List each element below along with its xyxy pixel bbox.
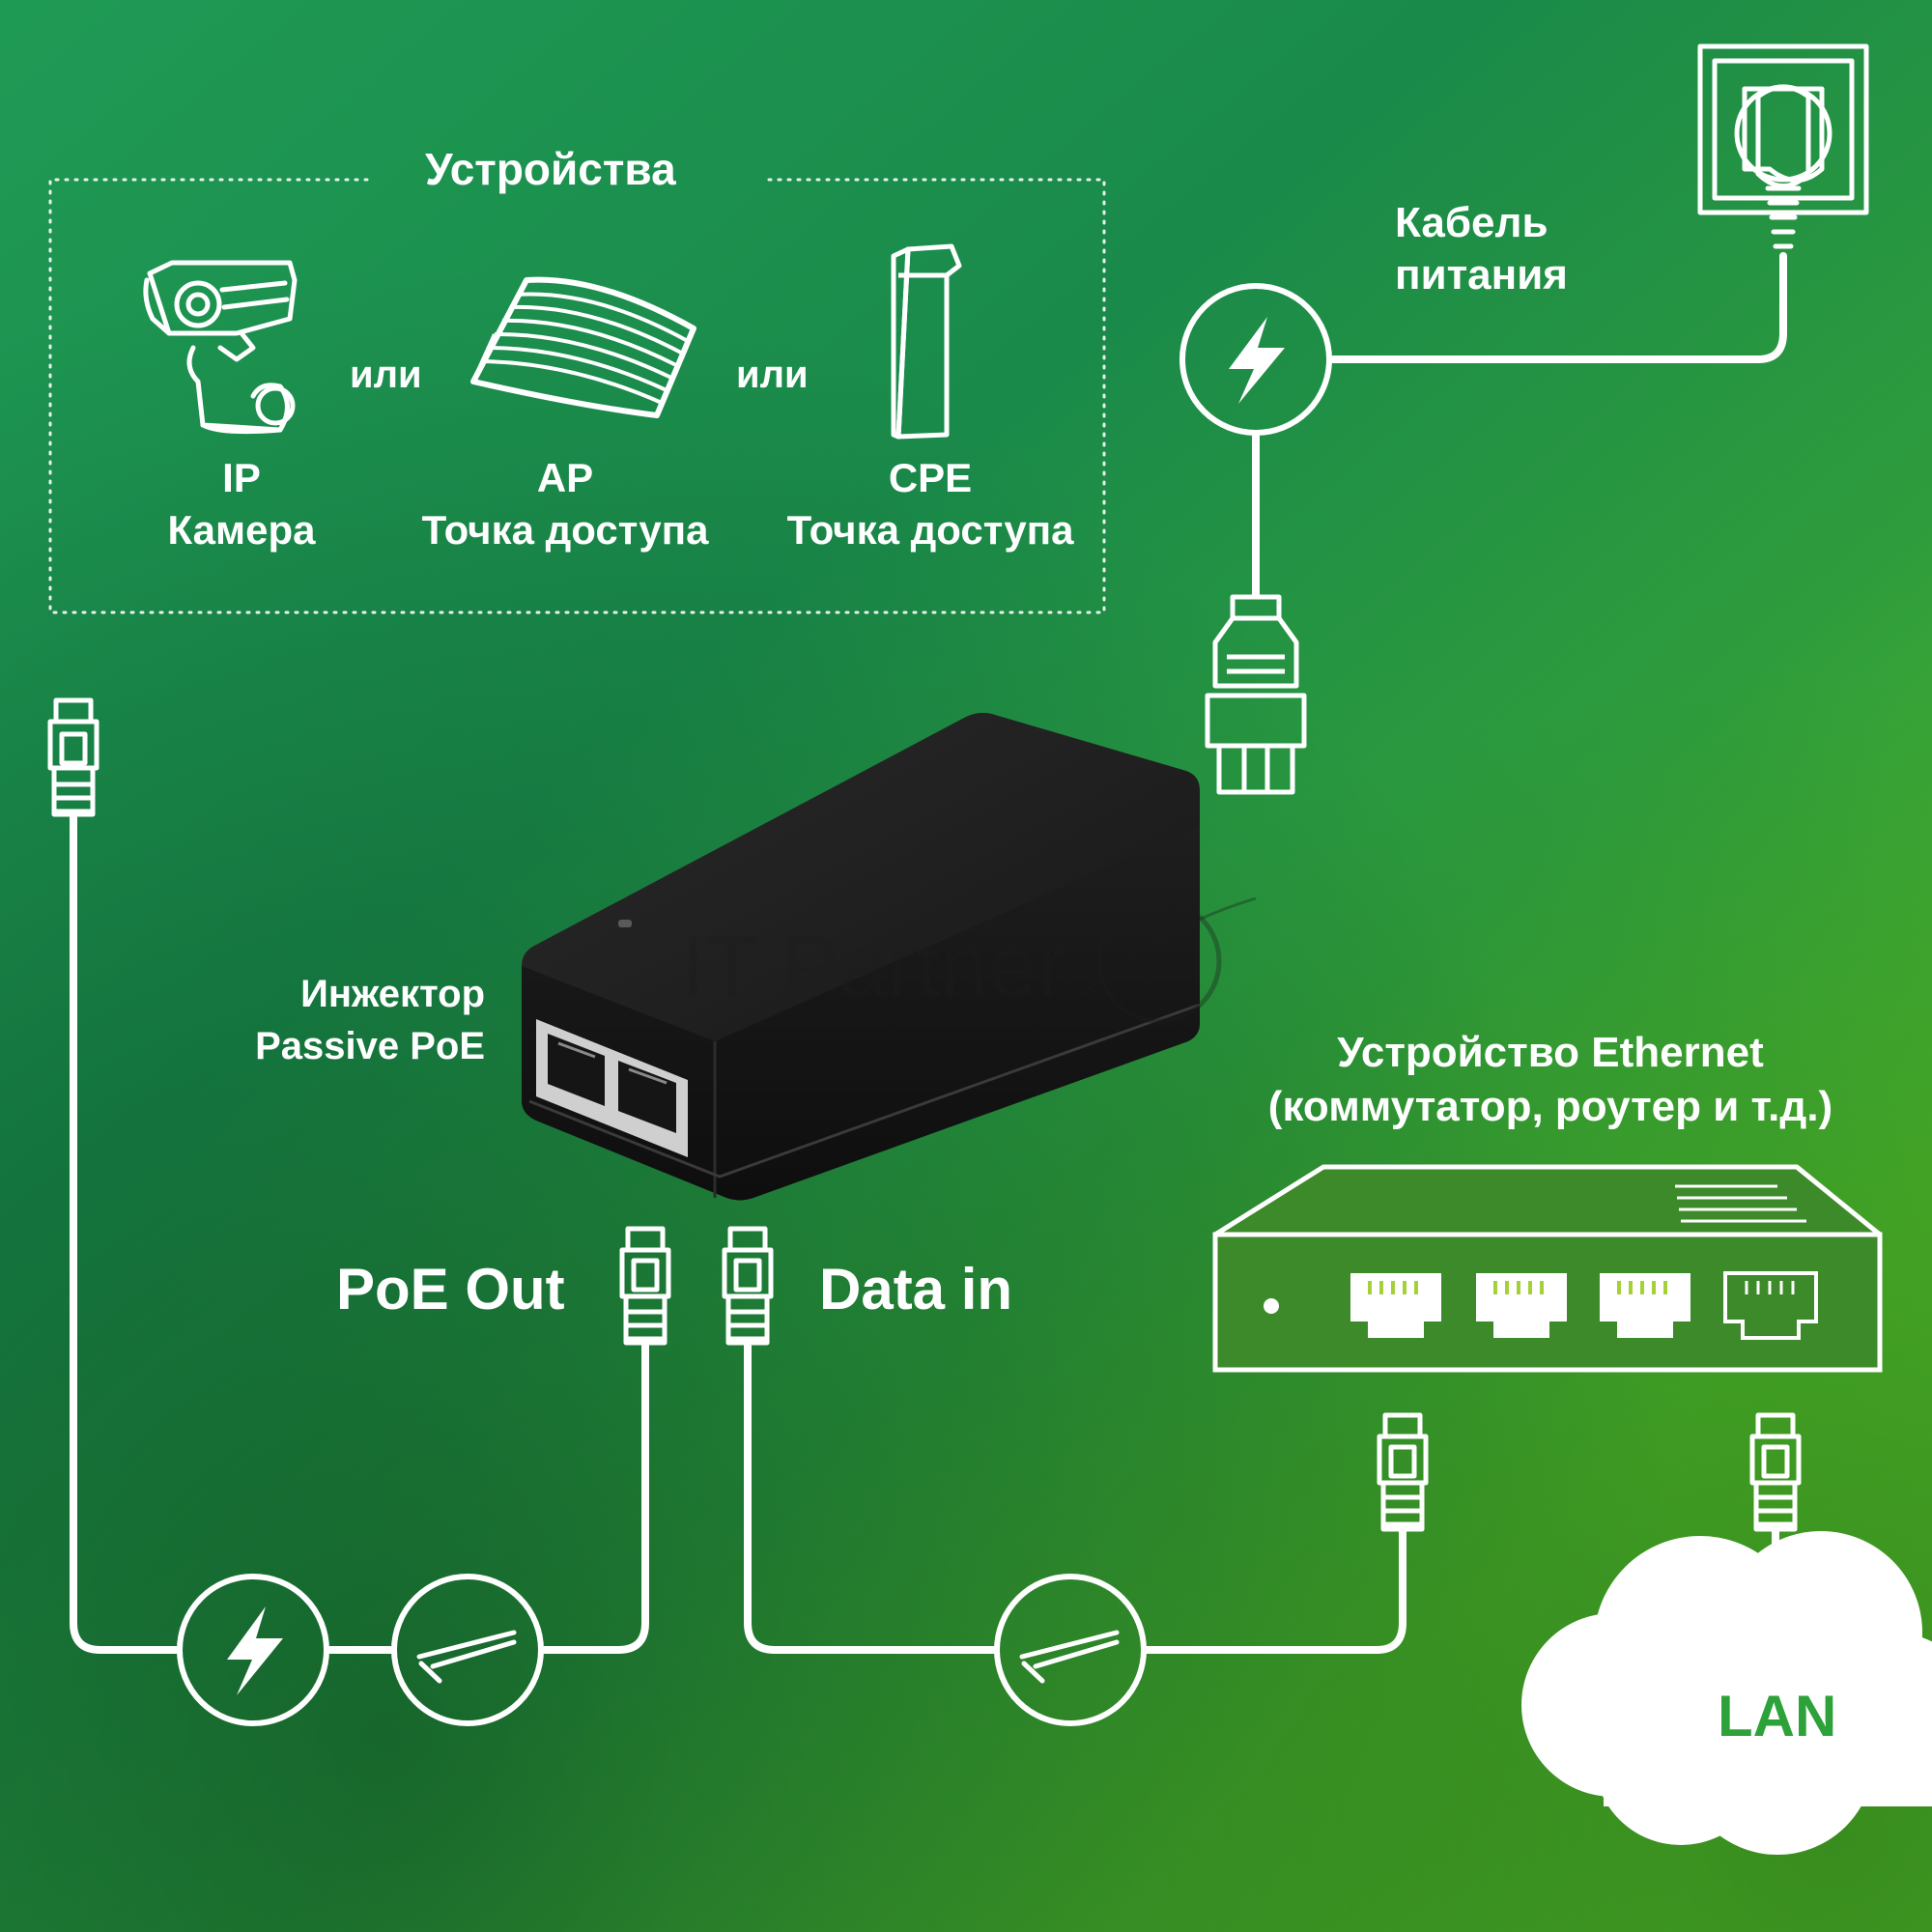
ip-camera-icon <box>143 260 298 435</box>
devices-title: Устройства <box>425 144 676 194</box>
rj45-switch-2 <box>1749 1412 1802 1532</box>
injector-line2: Passive PoE <box>255 1025 485 1067</box>
poe-out-cable <box>70 816 180 1654</box>
ethernet-switch-icon <box>1212 1164 1883 1373</box>
lan-label: LAN <box>1718 1684 1837 1748</box>
device-cpe-line2: Точка доступа <box>786 507 1074 553</box>
power-socket-icon <box>1697 43 1869 249</box>
poe-out-label: PoE Out <box>336 1257 565 1321</box>
device-cpe-line1: CPE <box>888 455 973 500</box>
power-cable-line2: питания <box>1395 251 1568 298</box>
injector-line1: Инжектор <box>300 973 485 1015</box>
data-in-cable <box>744 1343 997 1654</box>
watermark-logo <box>1081 896 1257 1024</box>
device-ip-camera-line1: IP <box>222 455 261 500</box>
ethernet-device-line2: (коммутатор, роутер и т.д.) <box>1267 1083 1833 1130</box>
rj45-data-in <box>722 1226 774 1346</box>
ethernet-device-label: Устройство Ethernet (коммутатор, роутер … <box>1208 1026 1893 1134</box>
device-ap-line1: AP <box>536 455 594 500</box>
data-in-cable-right <box>1144 1526 1406 1654</box>
rj45-left-top <box>47 697 99 817</box>
poe-injector-image <box>522 712 1201 1201</box>
power-circle-top <box>1179 283 1332 436</box>
rj45-poe-out <box>619 1226 671 1346</box>
power-cable-label: Кабель питания <box>1395 197 1568 301</box>
power-circle-bottom <box>177 1574 329 1726</box>
poe-out-cable-right <box>541 1343 649 1654</box>
injector-label: Инжектор Passive PoE <box>174 968 485 1072</box>
device-ip-camera-label: IP Камера <box>145 452 338 556</box>
data-in-label: Data in <box>819 1257 1013 1321</box>
watermark-text: IT Partner <box>681 919 1066 1015</box>
device-ip-camera-line2: Камера <box>167 507 316 553</box>
or-separator-1: или <box>350 354 422 396</box>
cpe-icon <box>891 243 962 440</box>
device-ap-line2: Точка доступа <box>421 507 709 553</box>
power-cable-line1: Кабель <box>1395 199 1548 246</box>
access-point-icon <box>470 276 696 418</box>
or-separator-2: или <box>736 354 809 396</box>
dc-connector <box>1205 594 1307 795</box>
data-circle-poe <box>391 1574 544 1726</box>
power-cable <box>1329 252 1787 363</box>
device-ap-label: AP Точка доступа <box>415 452 715 556</box>
lan-cloud-icon <box>1521 1531 1932 1855</box>
ethernet-device-line1: Устройство Ethernet <box>1337 1029 1764 1076</box>
devices-dotted-box <box>48 178 1106 614</box>
device-cpe-label: CPE Точка доступа <box>781 452 1080 556</box>
rj45-switch-1 <box>1377 1412 1429 1532</box>
data-circle-lan <box>994 1574 1147 1726</box>
